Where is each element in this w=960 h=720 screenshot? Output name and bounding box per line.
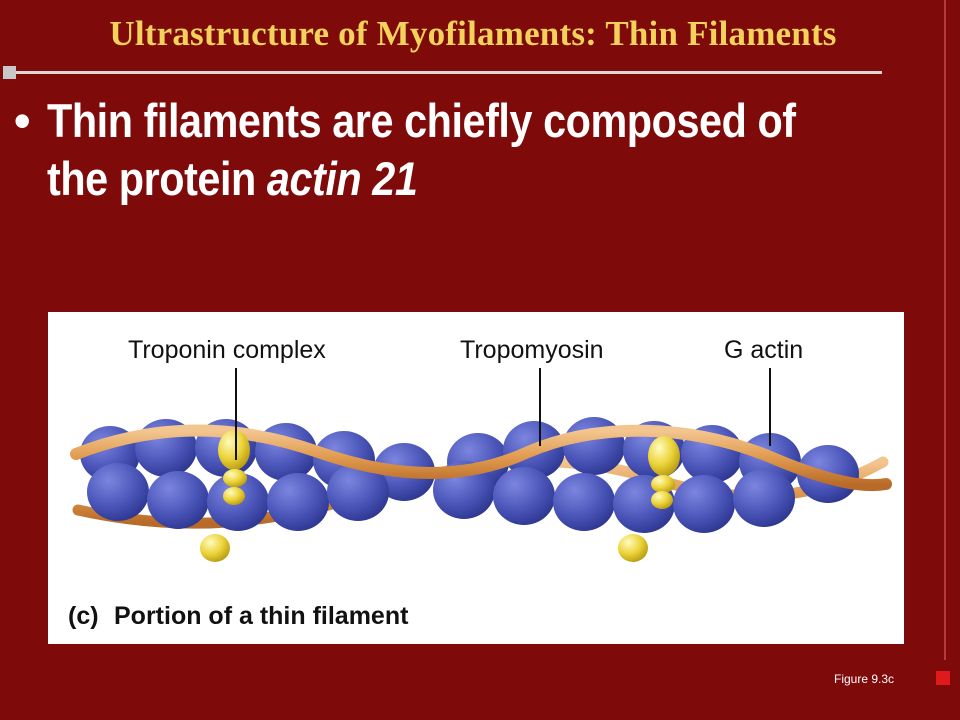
g-actin-label: G actin <box>724 336 803 364</box>
figure-caption: Figure 9.3c <box>834 672 895 686</box>
g-actin-monomer <box>733 469 795 527</box>
g-actin-monomer <box>147 471 209 529</box>
g-actin-monomer <box>87 463 149 521</box>
troponin-subunit <box>648 436 680 476</box>
tropomyosin-label: Tropomyosin <box>460 336 604 364</box>
side-line-decoration <box>944 0 946 660</box>
g-actin-monomer <box>673 475 735 533</box>
title-rule <box>16 71 882 74</box>
rule-square-decoration <box>3 66 16 79</box>
bullet-text: Thin filaments are chiefly composed of t… <box>47 92 804 208</box>
troponin-subunit <box>651 491 673 509</box>
slide-title: Ultrastructure of Myofilaments: Thin Fil… <box>109 14 837 53</box>
bullet-text-emphasis: actin 21 <box>266 152 418 205</box>
g-actin-monomer <box>493 467 555 525</box>
troponin-complex <box>218 430 250 505</box>
g-actin-monomer <box>553 473 615 531</box>
thin-filament-figure: Troponin complex Tropomyosin G actin (c)… <box>48 312 904 644</box>
corner-square-decoration <box>936 671 950 685</box>
actin-row-lower <box>87 461 795 533</box>
panel-caption: Portion of a thin filament <box>114 602 409 630</box>
g-actin-monomer <box>327 463 389 521</box>
troponin-subunit <box>223 469 247 487</box>
bullet-dot-icon: • <box>14 94 31 147</box>
troponin-lobe-lower <box>618 534 648 562</box>
thin-filament-diagram: Troponin complex Tropomyosin G actin (c)… <box>68 336 892 630</box>
g-actin-monomer <box>267 473 329 531</box>
troponin-subunit <box>223 487 245 505</box>
troponin-subunit <box>218 430 250 470</box>
bullet-text-plain: Thin filaments are chiefly composed of t… <box>47 94 796 205</box>
troponin-complex <box>648 436 680 509</box>
troponin-lobe-lower <box>200 534 230 562</box>
panel-letter: (c) <box>68 602 99 630</box>
troponin-label: Troponin complex <box>128 336 326 364</box>
troponin-subunit <box>651 475 675 493</box>
